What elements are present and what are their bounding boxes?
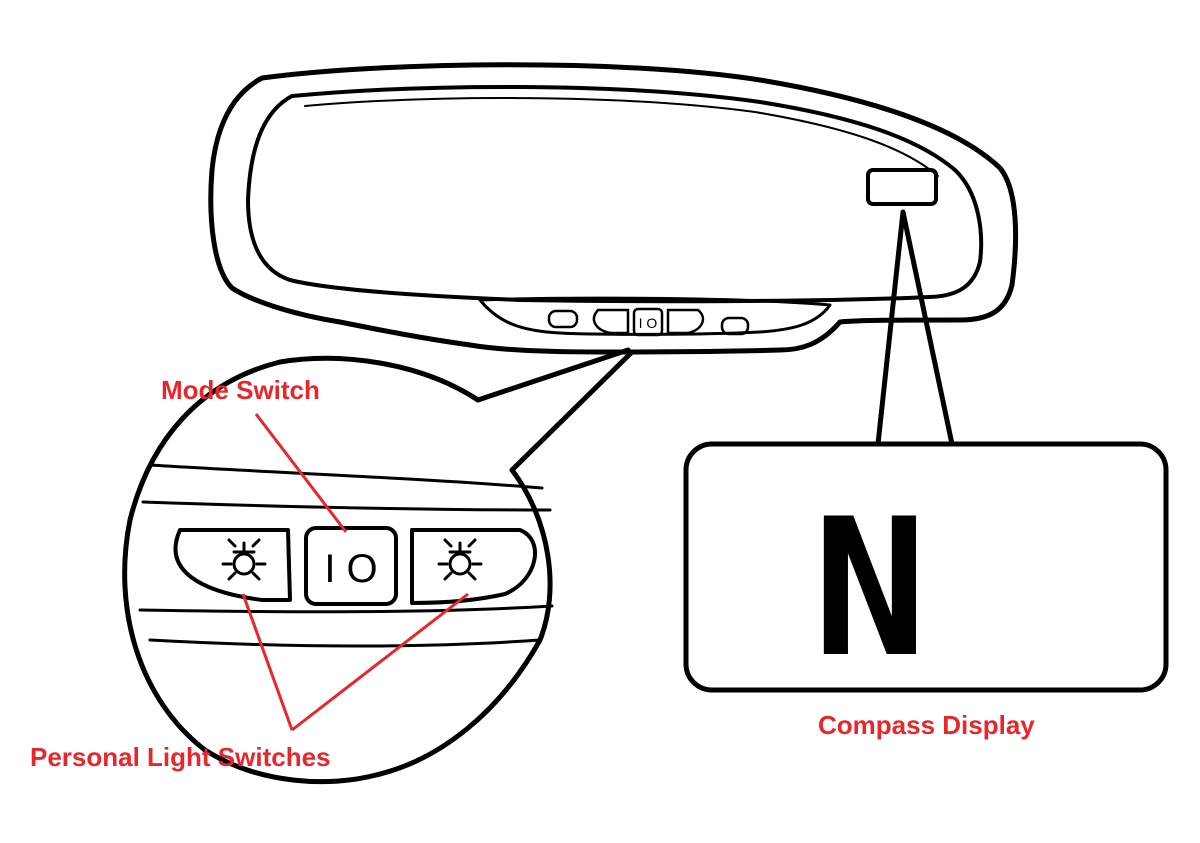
zoom-bezel-bottom-line [148,638,542,648]
rearview-mirror: I O [208,62,1019,355]
mirror-small-light-switch-left [592,308,630,335]
mirror-bottom-bezel [478,296,832,336]
mirror-left-indicator [547,309,579,329]
dome-light-icon-left [221,538,267,581]
mirror-inner-edge [304,97,939,177]
mode-switch-leader [254,413,348,533]
personal-light-leader-left [241,593,294,731]
zoom-bezel-top-line [148,463,544,490]
leader-lines [241,413,469,732]
mirror-right-indicator [720,316,750,336]
switch-detail-zoom: I O [122,355,554,785]
mirror-small-mode-switch [632,307,664,337]
zoom-callout-pointer [475,347,635,473]
mirror-small-light-switch-right [666,308,705,335]
mirror-small-mode-symbol: I O [639,315,658,331]
personal-light-leader-right [291,592,469,732]
mode-switch[interactable] [304,526,398,606]
mode-switch-label: Mode Switch [161,375,320,405]
personal-light-switch-right[interactable] [410,528,537,605]
compass-display [683,441,1169,693]
compass-heading: N [813,478,927,699]
personal-light-switch-left[interactable] [173,528,292,602]
personal-light-switches-label: Personal Light Switches [30,742,331,772]
dome-light-icon-right [437,538,483,581]
mirror-outer-frame [208,62,1019,355]
zoom-bezel-lower-line [138,604,554,614]
zoom-circle-outline [122,355,553,785]
zoom-bezel-upper-line [141,500,552,512]
compass-window [866,168,938,206]
mode-switch-symbol: I O [324,547,377,591]
compass-callout-pointer [875,209,955,447]
mirror-glass [246,84,984,304]
compass-display-label: Compass Display [818,710,1035,740]
